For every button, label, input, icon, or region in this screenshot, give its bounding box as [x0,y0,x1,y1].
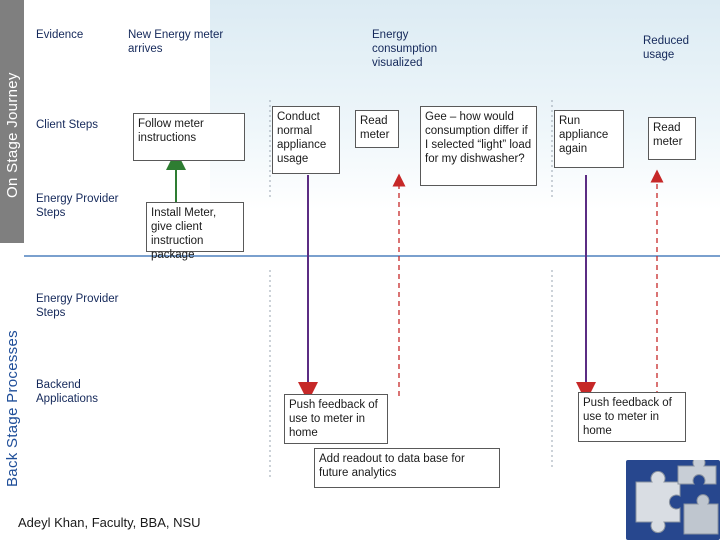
step-read-meter-2: Read meter [648,117,696,160]
back-stage-lane-band [0,256,24,488]
row-label-evidence: Evidence [36,29,84,41]
evidence-consumption-visualized: Energy consumption visualized [372,29,438,69]
row-label-energy-provider-steps-backstage: Energy Provider Steps [36,293,119,319]
step-read-meter-1: Read meter [355,110,399,148]
step-consumption-question: Gee – how would consumption differ if I … [420,106,537,186]
step-run-appliance: Run appliance again [554,110,624,168]
step-conduct-usage: Conduct normal appliance usage [272,106,340,174]
row-label-backend-applications: Backend Applications [36,379,99,405]
footer-credit: Adeyl Khan, Faculty, BBA, NSU [18,515,201,530]
puzzle-pieces-image [626,456,720,540]
evidence-reduced-usage: Reduced usage [643,35,690,61]
step-install-meter: Install Meter, give client instruction p… [146,202,244,261]
row-label-client-steps: Client Steps [36,119,99,131]
backend-push-feedback-2: Push feedback of use to meter in home [578,392,686,442]
evidence-new-meter: New Energy meter arrives [128,29,224,55]
backend-add-readout: Add readout to data base for future anal… [314,448,500,488]
on-stage-lane-band [0,0,24,243]
row-label-energy-provider-steps-onstage: Energy Provider Steps [36,193,119,219]
step-follow-instructions: Follow meter instructions [133,113,245,161]
backend-push-feedback-1: Push feedback of use to meter in home [284,394,388,444]
